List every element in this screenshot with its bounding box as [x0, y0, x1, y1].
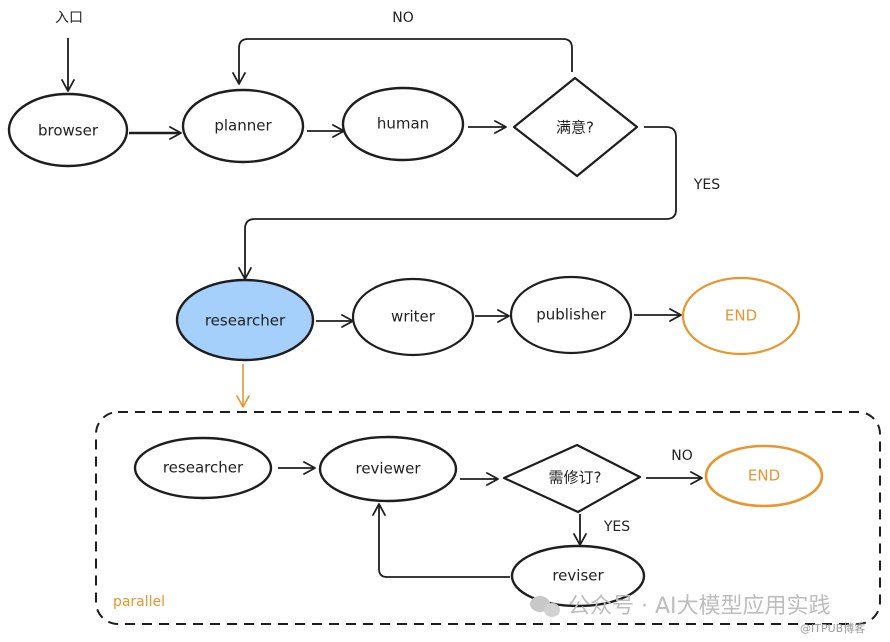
node-end-main-label: END — [725, 307, 757, 325]
decision-satisfied-label: 满意? — [556, 119, 594, 137]
parallel-group-box — [95, 411, 881, 625]
node-browser[interactable]: browser — [7, 92, 129, 168]
node-human-label: human — [377, 115, 429, 133]
edge-reviser-reviewer — [372, 503, 510, 578]
node-writer-label: writer — [391, 308, 436, 326]
wechat-icon — [530, 596, 560, 617]
edge-label-no-parallel: NO — [671, 448, 693, 464]
node-end-main[interactable]: END — [681, 276, 801, 356]
edge-label-yes-parallel: YES — [603, 519, 630, 535]
node-researcher-parallel[interactable]: researcher — [133, 436, 273, 500]
entry-label: 入口 — [55, 10, 83, 26]
decision-satisfied[interactable]: 满意? — [512, 76, 639, 178]
watermark-text: 公众号 · AI大模型应用实践 — [568, 594, 831, 619]
watermark-credit: @ITPUB博客 — [800, 621, 865, 635]
node-end-parallel[interactable]: END — [704, 444, 824, 508]
node-publisher-label: publisher — [536, 306, 606, 324]
node-end-parallel-label: END — [748, 467, 780, 485]
node-writer[interactable]: writer — [351, 277, 475, 357]
node-planner-label: planner — [214, 117, 272, 135]
edge-label-no-top: NO — [392, 10, 414, 26]
node-researcher-main[interactable]: researcher — [175, 278, 315, 362]
node-reviser[interactable]: reviser — [510, 544, 646, 608]
node-researcher-parallel-label: researcher — [163, 459, 244, 477]
decision-needs-revision[interactable]: 需修订? — [502, 443, 642, 514]
node-human[interactable]: human — [341, 86, 465, 162]
edge-yes-down — [238, 126, 677, 280]
edge-label-yes-top: YES — [693, 177, 720, 193]
decision-needs-revision-label: 需修订? — [549, 469, 602, 487]
node-researcher-main-label: researcher — [205, 312, 286, 330]
edge-no-loop — [232, 38, 573, 85]
node-reviewer-label: reviewer — [355, 460, 421, 478]
parallel-group-label: parallel — [113, 594, 165, 610]
node-reviser-label: reviser — [552, 567, 604, 585]
node-planner[interactable]: planner — [181, 88, 305, 164]
node-publisher[interactable]: publisher — [509, 275, 633, 355]
node-browser-label: browser — [38, 122, 99, 140]
node-reviewer[interactable]: reviewer — [318, 435, 458, 503]
